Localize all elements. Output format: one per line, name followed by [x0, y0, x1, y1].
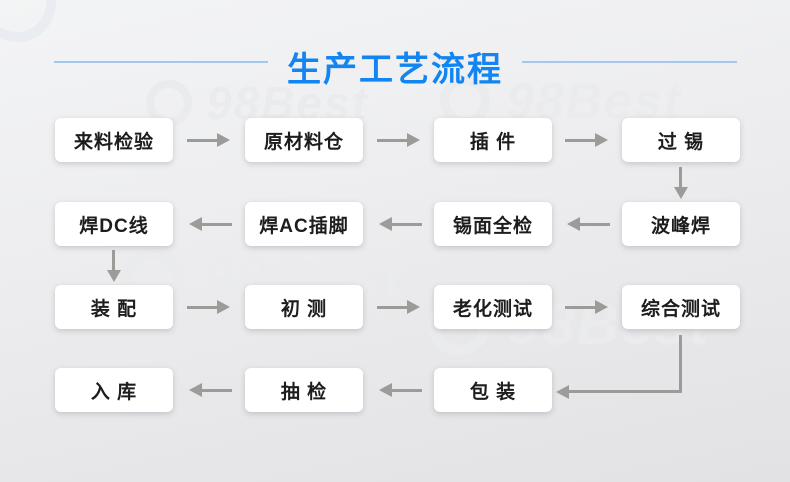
step-assembly: 装 配: [55, 285, 173, 329]
watermark-logo: [0, 0, 56, 42]
arrow-right-icon: [565, 305, 595, 309]
step-raw-material-warehouse: 原材料仓: [245, 118, 363, 162]
title-divider-left: [54, 61, 268, 63]
arrow-right-icon: [565, 138, 595, 142]
arrow-right-icon: [187, 138, 217, 142]
arrow-left-icon: [202, 222, 232, 226]
page-title: 生产工艺流程: [287, 51, 503, 89]
arrow-corner-left-icon: [556, 335, 682, 399]
step-warehousing: 入 库: [55, 368, 173, 412]
title-divider-right: [522, 61, 737, 63]
step-component-insertion: 插 件: [434, 118, 552, 162]
arrow-down-icon: [679, 167, 682, 187]
step-sampling-inspection: 抽 检: [245, 368, 363, 412]
arrow-left-icon: [392, 388, 422, 392]
arrow-right-icon: [187, 305, 217, 309]
step-solder-dc-wire: 焊DC线: [55, 202, 173, 246]
step-initial-test: 初 测: [245, 285, 363, 329]
logo-ring-icon: [0, 0, 56, 42]
step-tin-coating: 过 锡: [622, 118, 740, 162]
arrow-down-icon: [112, 250, 115, 270]
arrow-left-icon: [392, 222, 422, 226]
arrow-left-icon: [580, 222, 610, 226]
step-solder-surface-full-inspection: 锡面全检: [434, 202, 552, 246]
step-aging-test: 老化测试: [434, 285, 552, 329]
step-comprehensive-test: 综合测试: [622, 285, 740, 329]
step-solder-ac-pins: 焊AC插脚: [245, 202, 363, 246]
arrow-left-icon: [202, 388, 232, 392]
arrow-right-icon: [377, 138, 407, 142]
step-packaging: 包 装: [434, 368, 552, 412]
step-wave-soldering: 波峰焊: [622, 202, 740, 246]
arrow-right-icon: [377, 305, 407, 309]
step-incoming-inspection: 来料检验: [55, 118, 173, 162]
